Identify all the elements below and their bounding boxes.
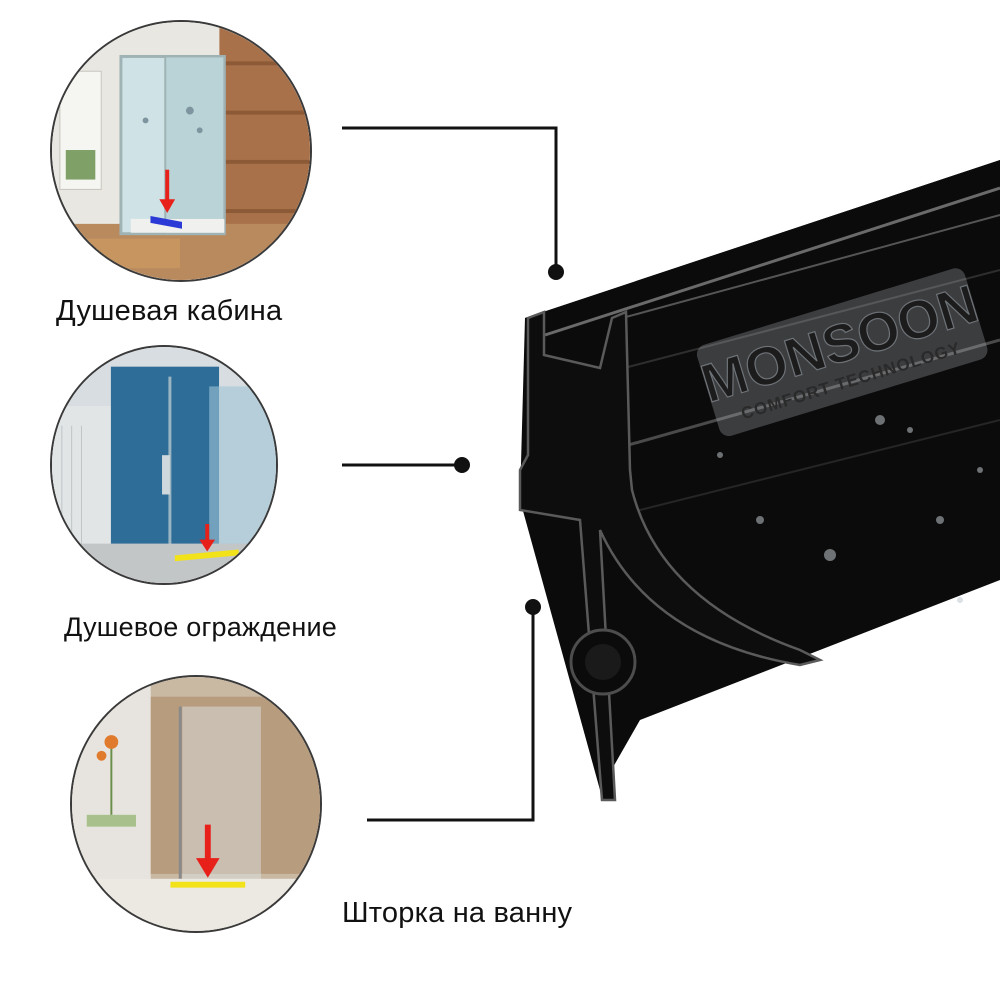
leader-line-cabin — [342, 126, 558, 272]
bath-screen-illustration — [72, 677, 320, 931]
dot-marker-icon — [525, 599, 541, 615]
caption-shower-enclosure: Душевое ограждение — [64, 612, 337, 642]
brand-label-plate — [696, 268, 988, 437]
shower-enclosure-photo — [50, 345, 278, 585]
leader-line-bath — [367, 607, 535, 822]
caption-bath-screen: Шторка на ванну — [342, 897, 573, 929]
leader-lines — [342, 126, 558, 822]
shower-cabin-photo — [50, 20, 312, 282]
caption-shower-cabin: Душевая кабина — [56, 295, 283, 327]
dot-marker-icon — [454, 457, 470, 473]
shower-cabin-illustration — [52, 22, 310, 280]
dot-marker-icon — [548, 264, 564, 280]
bath-screen-photo — [70, 675, 322, 933]
water-droplets — [717, 415, 983, 603]
shower-enclosure-illustration — [52, 347, 276, 583]
seal-profile — [518, 160, 1000, 802]
